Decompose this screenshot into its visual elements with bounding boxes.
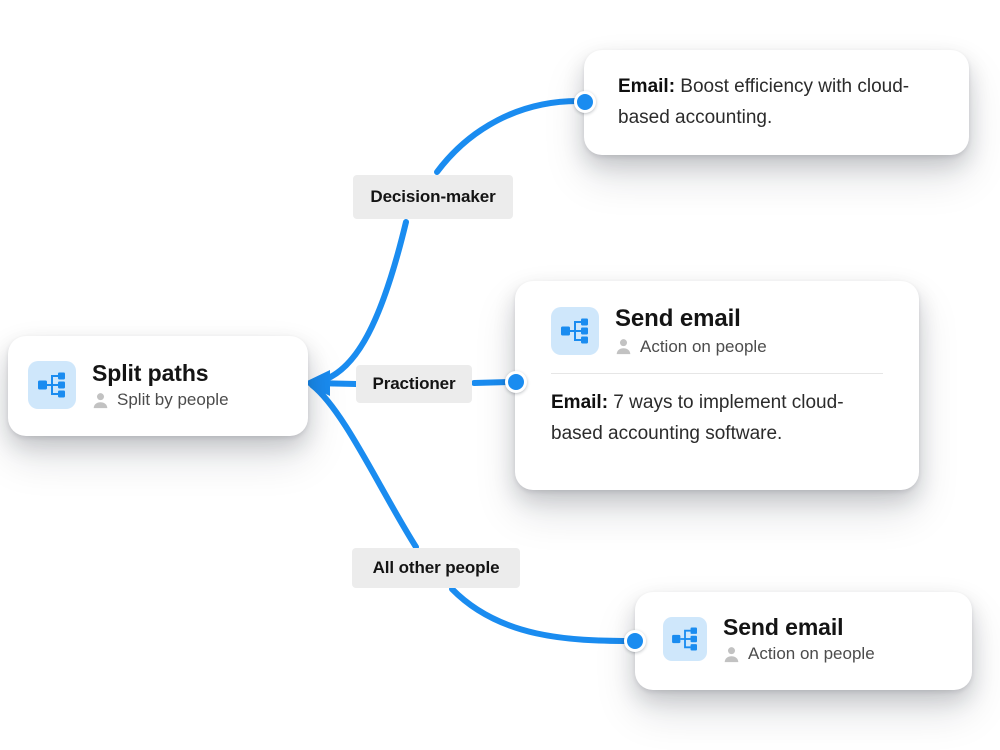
edge-split-to-practioner	[309, 380, 359, 387]
node-send-email-middle[interactable]: Send email Action on people Email: 7 way…	[515, 281, 919, 490]
email-text: Boost efficiency with cloud-based accoun…	[618, 76, 910, 128]
node-titles: Send email Action on people	[615, 305, 767, 357]
node-header: Send email Action on people	[551, 305, 883, 357]
split-paths-icon	[28, 361, 76, 410]
node-title: Send email	[723, 614, 844, 640]
person-icon	[724, 647, 739, 663]
node-subtitle-label: Split by people	[117, 390, 229, 410]
node-header: Send email Action on people	[663, 614, 944, 665]
email-label: Email:	[551, 391, 609, 413]
edge-split-to-decision	[309, 219, 409, 386]
node-subtitle: Action on people	[723, 644, 875, 664]
node-header: Split paths Split by people	[28, 360, 288, 411]
node-subtitle-label: Action on people	[748, 644, 875, 664]
person-icon	[93, 393, 108, 409]
node-email-top[interactable]: Email: Boost efficiency with cloud-based…	[584, 50, 969, 155]
person-icon	[616, 339, 631, 355]
email-body: Email: 7 ways to implement cloud-based a…	[551, 388, 883, 450]
branch-label-practioner[interactable]: Practioner	[356, 365, 472, 403]
node-subtitle-label: Action on people	[640, 336, 767, 356]
node-send-email-bottom[interactable]: Send email Action on people	[635, 592, 972, 690]
branch-label-all-other-people[interactable]: All other people	[352, 548, 520, 588]
branch-label-decision-maker[interactable]: Decision-maker	[353, 175, 513, 219]
send-email-icon	[663, 617, 707, 662]
email-text: 7 ways to implement cloud-based accounti…	[551, 391, 844, 444]
edge-decision-to-email-top	[434, 98, 581, 175]
node-subtitle: Split by people	[92, 390, 229, 410]
email-label: Email:	[618, 76, 676, 97]
send-email-icon	[551, 306, 599, 355]
node-title: Split paths	[92, 360, 209, 386]
email-body: Email: Boost efficiency with cloud-based…	[618, 72, 935, 134]
card-divider	[551, 372, 883, 374]
edge-allother-to-send-bot	[449, 586, 633, 644]
connector-dot-email-top[interactable]	[574, 91, 596, 113]
node-subtitle: Action on people	[615, 337, 767, 357]
node-split-paths[interactable]: Split paths Split by people	[8, 336, 308, 436]
edge-split-to-allother	[309, 382, 419, 550]
node-title: Send email	[615, 305, 741, 332]
node-titles: Split paths Split by people	[92, 360, 229, 411]
connector-dot-send-email-bottom[interactable]	[624, 630, 646, 652]
connector-dot-send-email-middle[interactable]	[505, 371, 527, 393]
node-titles: Send email Action on people	[723, 614, 875, 665]
